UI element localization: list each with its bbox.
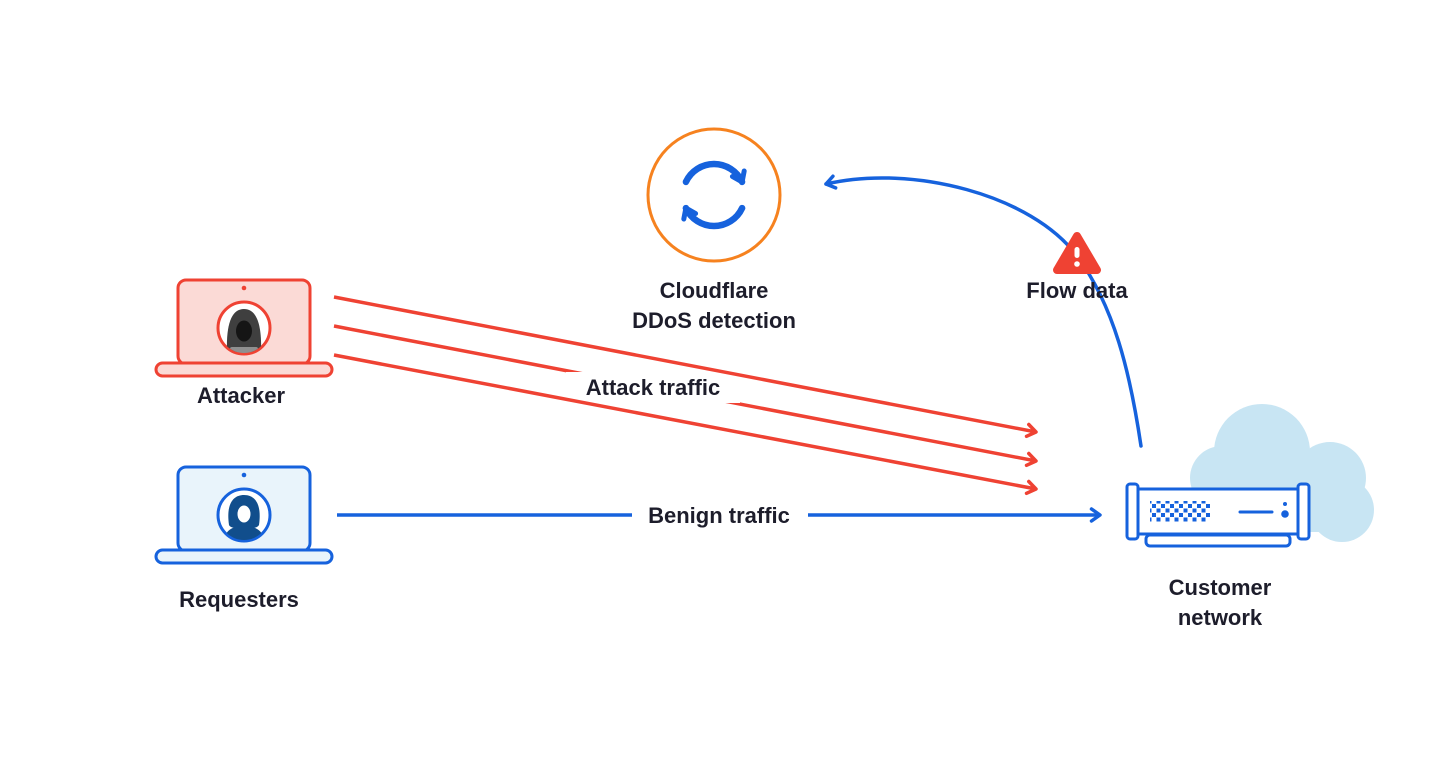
attacker-laptop-base: [154, 361, 334, 378]
attack-arrow-top: [333, 295, 1038, 439]
attack-traffic-edge: Attack traffic: [333, 295, 1038, 496]
server-led-grid: [1150, 501, 1210, 522]
detection-circle: [646, 127, 782, 263]
server-base-tray: [1144, 533, 1292, 548]
attack-label-backdrop: [566, 372, 740, 403]
flow-data-node: Flow data: [1026, 232, 1128, 303]
customer-network-node: Customer network: [1125, 482, 1311, 630]
attacker-node: Attacker: [154, 278, 334, 408]
refresh-bottom-arc: [681, 204, 746, 230]
benign-label-backdrop: [632, 499, 808, 532]
requesters-label: Requesters: [179, 587, 299, 612]
attacker-mini-laptop: [230, 347, 258, 353]
requesters-node: Requesters: [154, 465, 334, 612]
benign-traffic-label: Benign traffic: [648, 503, 790, 528]
cloudflare-ddos-detection-node: Cloudflare DDoS detection: [632, 127, 796, 333]
warning-exclamation-bar: [1074, 247, 1080, 258]
customer-label-line1: Customer: [1169, 575, 1272, 600]
server-right-cap: [1296, 482, 1311, 541]
attack-arrow-bottom: [333, 353, 1038, 496]
hooded-attacker-icon: [226, 309, 262, 353]
server-left-cap: [1125, 482, 1140, 541]
requester-laptop-camera-dot: [241, 472, 247, 478]
cloudflare-label-line2: DDoS detection: [632, 308, 796, 333]
benign-traffic-edge: Benign traffic: [337, 499, 1102, 532]
flow-data-label: Flow data: [1026, 278, 1128, 303]
flow-data-arrow: [824, 174, 1143, 448]
attacker-laptop-camera-dot: [241, 285, 247, 291]
customer-label-line2: network: [1178, 605, 1263, 630]
requester-face: [237, 505, 251, 523]
attack-traffic-label: Attack traffic: [586, 375, 720, 400]
attacker-label: Attacker: [197, 383, 285, 408]
server-led-big: [1281, 510, 1289, 518]
requester-laptop-base: [154, 548, 334, 565]
warning-exclamation-dot: [1074, 261, 1080, 267]
attacker-face-shadow: [236, 320, 252, 342]
warning-triangle-icon: [1053, 232, 1101, 274]
refresh-top-arc: [682, 160, 747, 186]
refresh-cycle-icon: [681, 160, 747, 230]
cloudflare-label-line1: Cloudflare: [660, 278, 769, 303]
server-led-small: [1283, 502, 1287, 506]
